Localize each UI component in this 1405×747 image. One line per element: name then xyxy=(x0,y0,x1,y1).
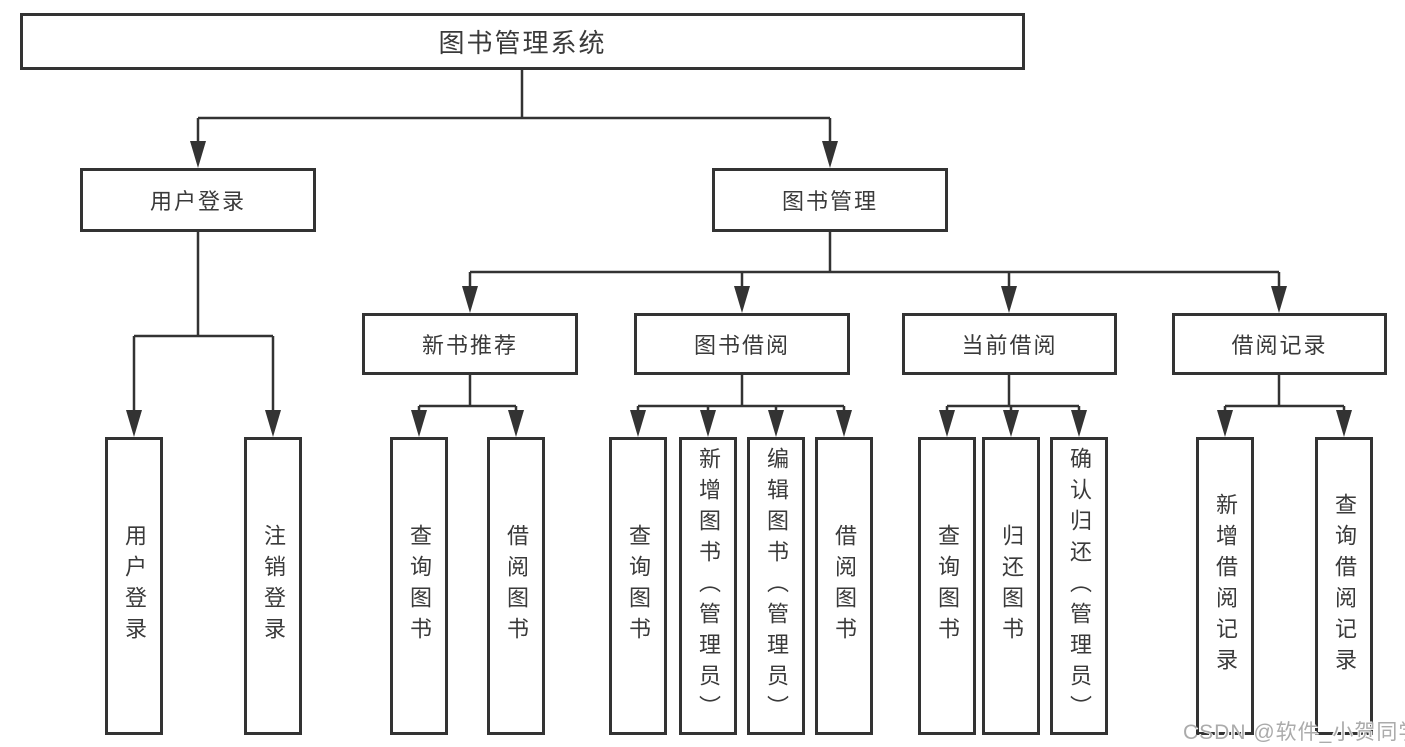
node-label: 借阅图书 xyxy=(504,524,529,648)
leaf-query-borrow-record: 查询借阅记录 xyxy=(1315,437,1373,735)
node-label: 查询图书 xyxy=(626,524,651,648)
node-label: 图书管理系统 xyxy=(438,28,607,58)
connector-userlogin-to-leaves xyxy=(132,232,275,414)
node-label: 新书推荐 xyxy=(421,333,518,358)
node-label: 借阅图书 xyxy=(832,524,857,648)
leaf-query-books-borrowing: 查询图书 xyxy=(609,437,667,735)
node-label: 用户登录 xyxy=(149,189,246,214)
leaf-return-books: 归还图书 xyxy=(982,437,1040,735)
node-label: 注销登录 xyxy=(261,524,286,648)
node-label: 编辑图书（管理员） xyxy=(764,446,789,726)
leaf-add-borrow-record: 新增借阅记录 xyxy=(1196,437,1254,735)
node-label: 查询借阅记录 xyxy=(1332,493,1357,679)
node-current-borrowing: 当前借阅 xyxy=(902,313,1117,375)
node-label: 当前借阅 xyxy=(961,333,1058,358)
leaf-query-books-current: 查询图书 xyxy=(918,437,976,735)
connector-borrowing-to-leaves xyxy=(636,375,846,414)
node-label: 借阅记录 xyxy=(1231,333,1328,358)
leaf-borrow-books-newrec: 借阅图书 xyxy=(487,437,545,735)
arrowheads-level2 xyxy=(190,141,838,168)
arrowheads-level3 xyxy=(462,286,1287,313)
node-user-login: 用户登录 xyxy=(80,168,316,232)
leaf-add-books-admin: 新增图书（管理员） xyxy=(679,437,737,735)
csdn-watermark: CSDN @软件_小贺同学 xyxy=(1183,721,1405,744)
arrowheads-leaves xyxy=(411,410,1352,437)
leaf-confirm-return-admin: 确认归还（管理员） xyxy=(1050,437,1108,735)
node-new-book-recommendation: 新书推荐 xyxy=(362,313,578,375)
node-label: 图书管理 xyxy=(781,189,878,214)
connector-records-to-leaves xyxy=(1223,375,1346,414)
node-label: 查询图书 xyxy=(407,524,432,648)
node-label: 新增图书（管理员） xyxy=(696,446,721,726)
leaf-user-login: 用户登录 xyxy=(105,437,163,735)
node-label: 确认归还（管理员） xyxy=(1067,446,1092,726)
leaf-edit-books-admin: 编辑图书（管理员） xyxy=(747,437,805,735)
node-book-management: 图书管理 xyxy=(712,168,948,232)
connector-root-to-level2 xyxy=(196,70,832,145)
arrowheads-userlogin-leaves xyxy=(126,410,281,437)
leaf-logout: 注销登录 xyxy=(244,437,302,735)
node-label: 新增借阅记录 xyxy=(1213,493,1238,679)
node-label: 归还图书 xyxy=(999,524,1024,648)
connector-newrec-to-leaves xyxy=(417,375,518,414)
connector-current-to-leaves xyxy=(945,375,1081,414)
node-book-borrowing: 图书借阅 xyxy=(634,313,850,375)
node-label: 用户登录 xyxy=(122,524,147,648)
leaf-query-books-newrec: 查询图书 xyxy=(390,437,448,735)
leaf-borrow-books-borrowing: 借阅图书 xyxy=(815,437,873,735)
connector-bookmgmt-to-level3 xyxy=(468,232,1281,290)
node-library-management-system: 图书管理系统 xyxy=(20,13,1025,70)
node-label: 图书借阅 xyxy=(693,333,790,358)
node-label: 查询图书 xyxy=(935,524,960,648)
node-borrowing-records: 借阅记录 xyxy=(1172,313,1387,375)
